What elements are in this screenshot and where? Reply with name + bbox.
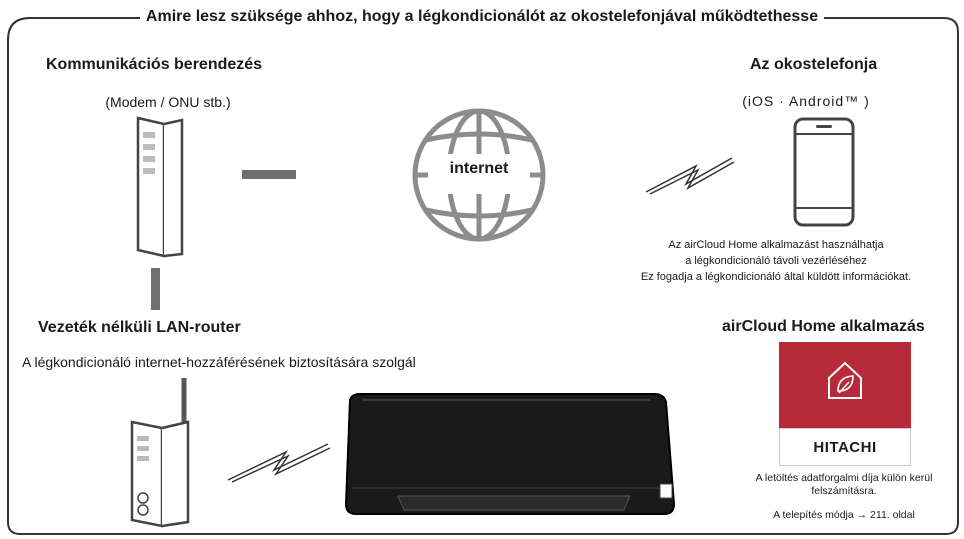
smartphone-description-line: Az airCloud Home alkalmazást használhatj… — [668, 239, 884, 251]
app-logo-red-panel — [779, 342, 911, 428]
air-conditioner-icon — [344, 393, 676, 515]
app-download-note-line: A letöltés adatforgalmi díja külön kerül — [755, 472, 933, 484]
connection-modem-router — [151, 268, 160, 310]
connection-modem-internet — [242, 170, 296, 179]
app-heading: airCloud Home alkalmazás — [722, 318, 925, 335]
brand-name: HITACHI — [813, 439, 877, 456]
page-title: Amire lesz szüksége ahhoz, hogy a légkon… — [0, 8, 964, 26]
router-description: A légkondicionáló internet-hozzáféréséne… — [22, 354, 416, 370]
smartphone-heading: Az okostelefonja — [750, 56, 878, 73]
app-logo-brand-panel: HITACHI — [779, 428, 911, 466]
wireless-router-icon — [130, 378, 190, 528]
modem-icon — [136, 116, 184, 258]
smartphone-subtitle: (iOS · Android™ ) — [742, 93, 870, 109]
install-note: A telepítés módja → 211. oldal — [773, 509, 915, 521]
app-download-note-line: felszámításra. — [811, 485, 877, 497]
router-heading: Vezeték nélküli LAN-router — [38, 319, 241, 336]
leaf-house-icon — [828, 361, 862, 399]
wireless-signal-icon — [227, 443, 331, 483]
wireless-signal-icon — [645, 157, 735, 195]
app-logo: HITACHI — [779, 342, 911, 466]
app-download-note: A letöltés adatforgalmi díja külön kerül… — [728, 472, 960, 498]
smartphone-description: Az airCloud Home alkalmazást használhatj… — [600, 237, 952, 285]
globe-icon — [412, 108, 546, 242]
smartphone-description-line: a légkondicionáló távoli vezérléséhez — [685, 255, 867, 267]
smartphone-icon — [793, 117, 855, 227]
communication-device-subtitle: (Modem / ONU stb.) — [105, 94, 231, 110]
internet-label: internet — [449, 160, 509, 177]
smartphone-description-line: Ez fogadja a légkondicionáló által küldö… — [640, 271, 912, 283]
communication-device-heading: Kommunikációs berendezés — [46, 56, 263, 73]
